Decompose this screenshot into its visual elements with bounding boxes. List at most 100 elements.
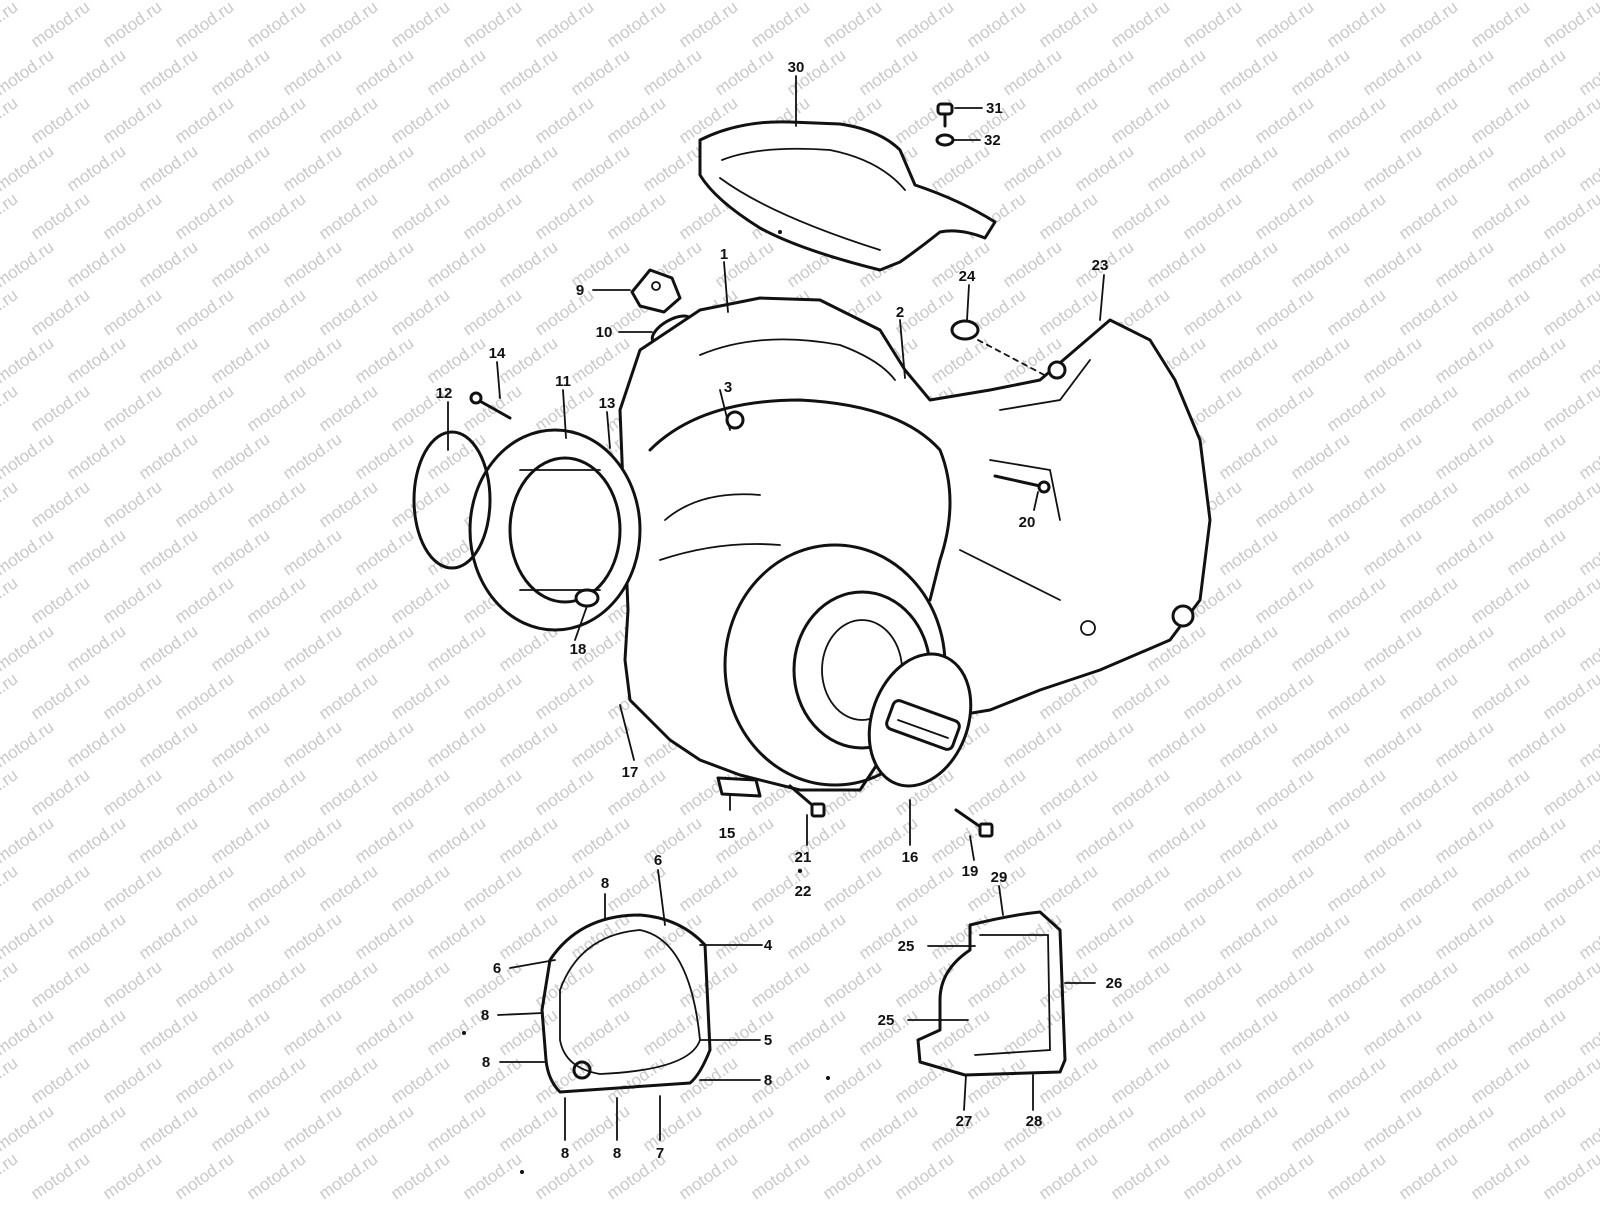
watermark-text: motod.ru (963, 0, 1029, 51)
watermark-text: motod.ru (819, 1149, 885, 1200)
watermark-text: motod.ru (999, 45, 1065, 99)
watermark-text: motod.ru (567, 813, 633, 867)
watermark-text: motod.ru (567, 333, 633, 387)
watermark-text: motod.ru (927, 141, 993, 195)
watermark-text: motod.ru (999, 813, 1065, 867)
watermark-text: motod.ru (495, 1101, 561, 1155)
callout-26: 26 (1106, 975, 1123, 992)
watermark-text: motod.ru (639, 813, 705, 867)
watermark-text: motod.ru (1143, 237, 1209, 291)
watermark-text: motod.ru (1323, 0, 1389, 51)
watermark-text: motod.ru (1395, 1053, 1461, 1107)
watermark-text: motod.ru (1035, 0, 1101, 51)
watermark-text: motod.ru (1467, 861, 1533, 915)
watermark-text: motod.ru (351, 237, 417, 291)
watermark-text: motod.ru (495, 45, 561, 99)
watermark-text: motod.ru (423, 333, 489, 387)
watermark-text: motod.ru (927, 909, 993, 963)
watermark-text: motod.ru (1251, 381, 1317, 435)
watermark-text: motod.ru (1467, 669, 1533, 723)
watermark-text: motod.ru (27, 285, 93, 339)
watermark-text: motod.ru (135, 717, 201, 771)
watermark-text: motod.ru (459, 669, 525, 723)
callout-8-bottom-a: 8 (561, 1145, 569, 1162)
watermark-text: motod.ru (387, 93, 453, 147)
watermark-text: motod.ru (567, 45, 633, 99)
watermark-text: motod.ru (0, 429, 57, 483)
watermark-text: motod.ru (1323, 861, 1389, 915)
watermark-text: motod.ru (1287, 1101, 1353, 1155)
watermark-text: motod.ru (531, 0, 597, 51)
watermark-text: motod.ru (855, 909, 921, 963)
watermark-text: motod.ru (1359, 141, 1425, 195)
callout-20: 20 (1019, 514, 1036, 531)
watermark-text: motod.ru (0, 1101, 57, 1155)
watermark-text: motod.ru (1107, 1149, 1173, 1200)
watermark-text: motod.ru (171, 381, 237, 435)
watermark-text: motod.ru (135, 813, 201, 867)
watermark-text: motod.ru (351, 1005, 417, 1059)
watermark-text: motod.ru (783, 1005, 849, 1059)
watermark-text: motod.ru (1251, 669, 1317, 723)
watermark-text: motod.ru (1215, 333, 1281, 387)
callout-32: 32 (984, 132, 1001, 149)
watermark-text: motod.ru (459, 765, 525, 819)
watermark-text: motod.ru (135, 429, 201, 483)
watermark-text: motod.ru (0, 189, 21, 243)
watermark-text: motod.ru (1323, 381, 1389, 435)
watermark-text: motod.ru (1431, 813, 1497, 867)
watermark-text: motod.ru (1287, 717, 1353, 771)
callout-25-top: 25 (898, 938, 915, 955)
watermark-text: motod.ru (1287, 333, 1353, 387)
watermark-text: motod.ru (315, 765, 381, 819)
watermark-text: motod.ru (0, 477, 21, 531)
watermark-text: motod.ru (315, 0, 381, 51)
watermark-text: motod.ru (243, 1149, 309, 1200)
watermark-text: motod.ru (1179, 765, 1245, 819)
watermark-text: motod.ru (63, 141, 129, 195)
watermark-text: motod.ru (675, 1149, 741, 1200)
watermark-text: motod.ru (315, 1149, 381, 1200)
watermark-text: motod.ru (1503, 141, 1569, 195)
watermark-text: motod.ru (387, 1149, 453, 1200)
watermark-text: motod.ru (351, 45, 417, 99)
watermark-text: motod.ru (63, 525, 129, 579)
watermark-text: motod.ru (315, 861, 381, 915)
bolt-part-31 (936, 102, 954, 128)
watermark-text: motod.ru (1287, 45, 1353, 99)
watermark-text: motod.ru (171, 669, 237, 723)
watermark-text: motod.ru (1359, 333, 1425, 387)
top-cover-part-30 (698, 120, 997, 272)
watermark-text: motod.ru (999, 237, 1065, 291)
callout-18: 18 (570, 641, 587, 658)
watermark-text: motod.ru (711, 1101, 777, 1155)
bolt-part-19 (954, 808, 994, 838)
watermark-text: motod.ru (351, 141, 417, 195)
watermark-text: motod.ru (27, 573, 93, 627)
callout-12: 12 (436, 385, 453, 402)
watermark-text: motod.ru (207, 141, 273, 195)
callout-22: 22 (795, 883, 812, 900)
watermark-text: motod.ru (1107, 0, 1173, 51)
watermark-text: motod.ru (1179, 1053, 1245, 1107)
watermark-text: motod.ru (1035, 285, 1101, 339)
watermark-text: motod.ru (1503, 525, 1569, 579)
watermark-text: motod.ru (1179, 861, 1245, 915)
watermark-text: motod.ru (1539, 765, 1600, 819)
watermark-text: motod.ru (1467, 0, 1533, 51)
watermark-text: motod.ru (891, 0, 957, 51)
gasket-detail-right (916, 910, 1067, 1077)
speck (826, 1076, 830, 1080)
watermark-text: motod.ru (0, 93, 21, 147)
watermark-text: motod.ru (279, 1101, 345, 1155)
watermark-text: motod.ru (0, 909, 57, 963)
watermark-text: motod.ru (279, 429, 345, 483)
watermark-text: motod.ru (207, 429, 273, 483)
watermark-text: motod.ru (1359, 717, 1425, 771)
watermark-text: motod.ru (243, 957, 309, 1011)
watermark-text: motod.ru (459, 1149, 525, 1200)
watermark-text: motod.ru (99, 1149, 165, 1200)
watermark-text: motod.ru (0, 45, 57, 99)
watermark-text: motod.ru (243, 669, 309, 723)
watermark-text: motod.ru (531, 957, 597, 1011)
